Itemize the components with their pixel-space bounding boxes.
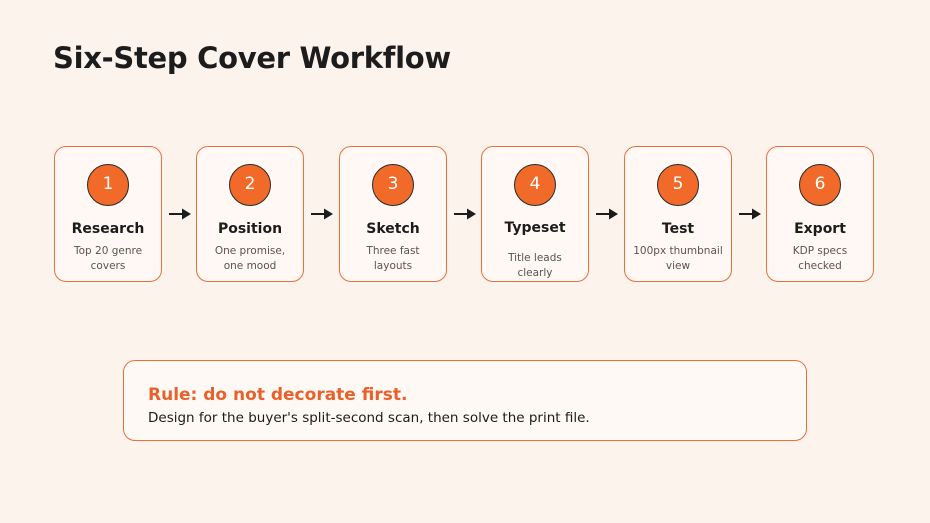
step-description: One promise, one mood [214, 245, 286, 272]
step-card-research: 1 Research Top 20 genre covers [54, 146, 162, 282]
workflow-steps: 1 Research Top 20 genre covers 2 Positio… [54, 146, 876, 284]
step-card-test: 5 Test 100px thumbnail view [624, 146, 732, 282]
arrow-right-icon [169, 208, 191, 220]
step-title: Test [661, 221, 695, 237]
step-description: Title leads clearly [508, 252, 562, 279]
step-card-sketch: 3 Sketch Three fast layouts [339, 146, 447, 282]
step-description: Three fast layouts [366, 245, 420, 272]
step-title: Position [217, 221, 283, 237]
arrow-right-icon [311, 208, 333, 220]
step-card-typeset: 4 Typeset Title leads clearly [481, 146, 589, 282]
rule-title: Rule: do not decorate first. [148, 385, 408, 405]
step-title: Typeset [504, 220, 566, 236]
rule-callout: Rule: do not decorate first. Design for … [123, 360, 807, 441]
step-number: 5 [657, 164, 699, 206]
step-card-export: 6 Export KDP specs checked [766, 146, 874, 282]
arrow-right-icon [739, 208, 761, 220]
step-description: 100px thumbnail view [633, 245, 723, 272]
step-title: Sketch [366, 221, 420, 237]
arrow-right-icon [454, 208, 476, 220]
arrow-right-icon [596, 208, 618, 220]
step-card-position: 2 Position One promise, one mood [196, 146, 304, 282]
step-title: Export [794, 221, 846, 237]
page-title: Six-Step Cover Workflow [53, 41, 451, 75]
step-number: 1 [87, 164, 129, 206]
step-description: KDP specs checked [792, 245, 848, 272]
step-number: 2 [229, 164, 271, 206]
step-description: Top 20 genre covers [73, 245, 143, 272]
step-number: 3 [372, 164, 414, 206]
step-number: 4 [514, 164, 556, 206]
step-number: 6 [799, 164, 841, 206]
rule-text: Design for the buyer's split-second scan… [148, 410, 590, 426]
step-title: Research [71, 221, 145, 237]
